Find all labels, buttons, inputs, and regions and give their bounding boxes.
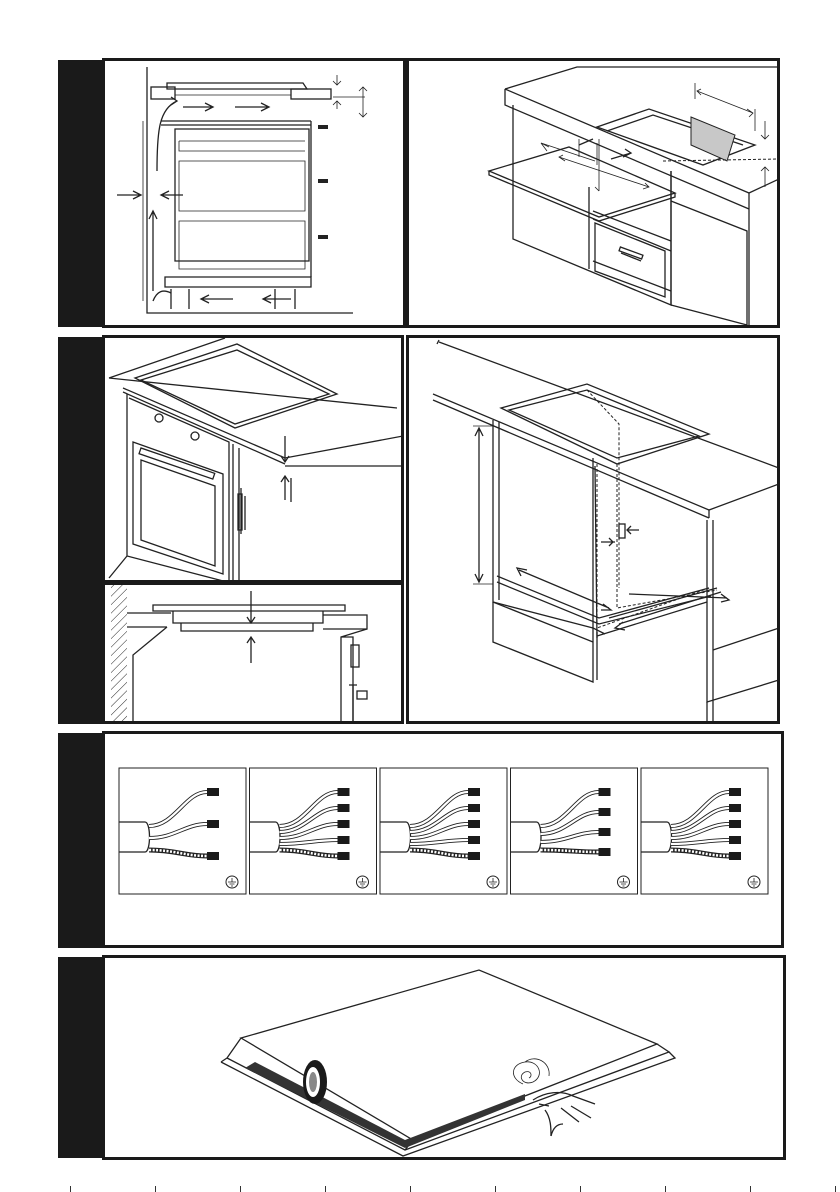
- tick-mark: [240, 1186, 241, 1192]
- wiring-variant-2: [250, 768, 377, 894]
- wiring-variant-1: [119, 768, 246, 894]
- tick-mark: [835, 1186, 836, 1192]
- wiring-variant-3: [380, 768, 507, 894]
- figure-3-wiring: [102, 731, 784, 948]
- wiring-variant-5: [641, 768, 768, 894]
- section-2-tab: [58, 337, 104, 724]
- figure-2a-built-in-oven: [102, 335, 404, 583]
- tick-mark: [750, 1186, 751, 1192]
- tick-mark: [325, 1186, 326, 1192]
- figure-1a-airflow: [102, 58, 406, 328]
- tick-mark: [155, 1186, 156, 1192]
- figure-4-gasket: [102, 955, 786, 1160]
- section-1-tab: [58, 60, 104, 327]
- tick-mark: [410, 1186, 411, 1192]
- tick-mark: [580, 1186, 581, 1192]
- tick-mark: [495, 1186, 496, 1192]
- figure-1b-worktop-cutout: [406, 58, 780, 328]
- section-4-tab: [58, 957, 104, 1158]
- section-3-tab: [58, 733, 104, 948]
- figure-2c-cabinet-dimensions: [406, 335, 780, 724]
- figure-2b-section-view: [102, 582, 404, 724]
- wiring-variant-4: [511, 768, 638, 894]
- tick-mark: [665, 1186, 666, 1192]
- tick-mark: [70, 1186, 71, 1192]
